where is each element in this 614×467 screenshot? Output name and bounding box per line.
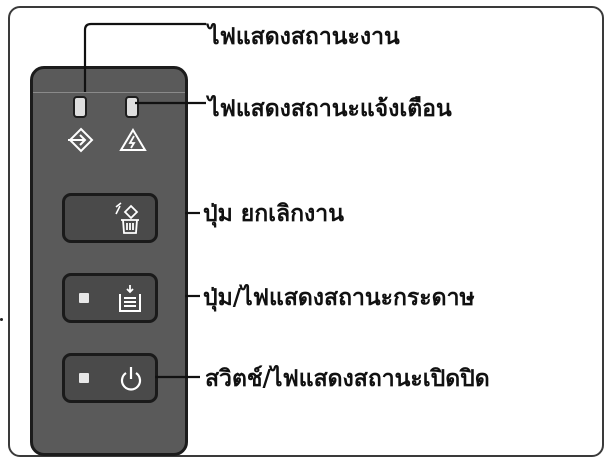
paper-led: [79, 293, 89, 303]
callout-ready-led: ไฟแสดงสถานะงาน: [208, 24, 400, 50]
power-icon: [120, 367, 142, 391]
power-led: [79, 373, 89, 383]
panel-top-strip: [33, 92, 185, 93]
ready-led: [73, 96, 87, 118]
callout-paper-button: ปุ่ม/ไฟแสดงสถานะกระดาษ: [203, 285, 475, 311]
paper-button[interactable]: [62, 273, 158, 323]
power-button[interactable]: [62, 353, 158, 403]
ready-led-leader: [83, 22, 206, 92]
callout-cancel-button: ปุ่ม ยกเลิกงาน: [203, 201, 344, 227]
paper-tray-icon: [119, 285, 141, 312]
cancel-job-button[interactable]: [62, 193, 158, 243]
edge-dot: [0, 318, 3, 321]
input-arrow-icon: [68, 127, 94, 153]
control-panel: [30, 66, 188, 456]
cancel-job-trash-icon: [115, 202, 139, 234]
warning-led: [125, 96, 139, 118]
warning-triangle-icon: [119, 128, 147, 151]
callout-warning-led: ไฟแสดงสถานะแจ้งเตือน: [208, 96, 452, 122]
callout-power-switch: สวิตช์/ไฟแสดงสถานะเปิดปิด: [205, 366, 490, 392]
